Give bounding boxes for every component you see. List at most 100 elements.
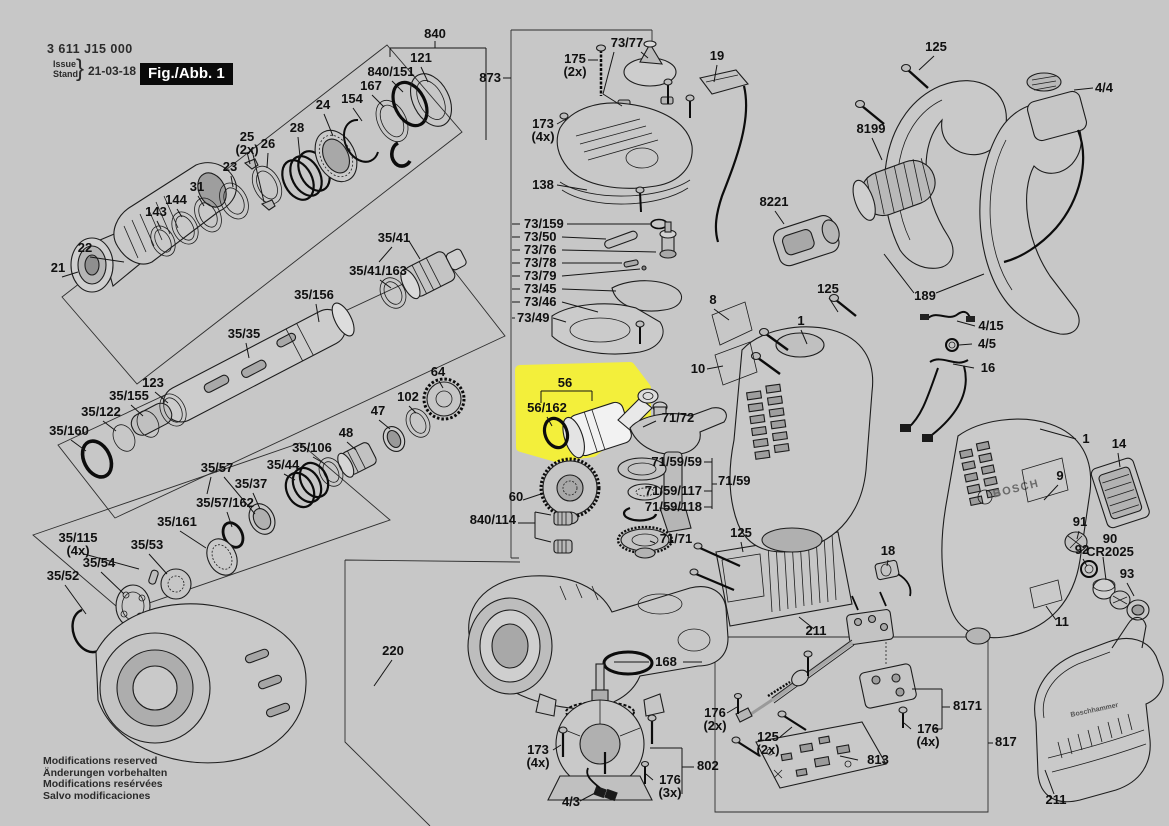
part-label-56: 56 — [558, 375, 572, 390]
part-label-71-72: 71/72 — [662, 410, 695, 425]
part-label-73-50: 73/50 — [524, 229, 557, 244]
part-rollers-840-114 — [553, 511, 573, 554]
part-label-1-right: 1 — [1082, 431, 1089, 446]
part-label-92: 92 — [1075, 542, 1089, 557]
part-label-35-53: 35/53 — [131, 537, 164, 552]
part-label-813: 813 — [867, 752, 889, 767]
part-label-11: 11 — [1055, 614, 1069, 629]
part-sleeve-22 — [113, 162, 237, 265]
part-coil-8199 — [852, 158, 936, 221]
part-label-817: 817 — [995, 734, 1017, 749]
stand-label: Stand — [53, 69, 79, 79]
part-label-35-161: 35/161 — [157, 514, 197, 529]
part-label-31: 31 — [190, 179, 204, 194]
part-label-8: 8 — [709, 292, 716, 307]
part-clip-18 — [874, 559, 912, 597]
part-label-840-114: 840/114 — [470, 512, 517, 527]
part-label-73-78: 73/78 — [524, 255, 557, 270]
part-label-24: 24 — [316, 97, 331, 112]
part-label-125-mid: 125 — [817, 281, 839, 296]
part-label-23: 23 — [223, 159, 237, 174]
part-housing-1-mid — [711, 293, 874, 553]
part-label-1-mid: 1 — [797, 313, 804, 328]
notice-line-fr: Modifications resérvées — [43, 778, 163, 790]
part-label-64: 64 — [431, 364, 446, 379]
part-label-840: 840 — [424, 26, 446, 41]
part-label-121: 121 — [410, 50, 432, 65]
part-label-73-45: 73/45 — [524, 281, 557, 296]
part-label-10: 10 — [691, 361, 705, 376]
part-label-873: 873 — [479, 70, 501, 85]
part-label-144: 144 — [165, 192, 187, 207]
brace-glyph: } — [76, 55, 85, 82]
part-number-labels: 840121840/151167154242825(2x)26233114414… — [47, 26, 1135, 809]
part-label-175-2x: 175(2x) — [563, 51, 586, 79]
part-label-16: 16 — [981, 360, 995, 375]
part-o-ring-56-162[interactable] — [541, 415, 572, 451]
part-label-35-35: 35/35 — [228, 326, 261, 341]
part-bracket-19 — [699, 69, 749, 243]
part-label-176-3x: 176(3x) — [658, 772, 681, 800]
part-label-14: 14 — [1112, 436, 1127, 451]
part-label-840-151: 840/151 — [368, 64, 415, 79]
part-label-71-59: 71/59 — [718, 473, 751, 488]
part-spindle-35-35 — [80, 248, 467, 479]
part-label-123: 123 — [142, 375, 164, 390]
part-label-102: 102 — [397, 389, 419, 404]
part-panel-14 — [1090, 457, 1150, 529]
part-housing-1-right: BOSCH — [941, 418, 1092, 645]
part-label-35-57-162: 35/57/162 — [196, 495, 254, 510]
part-label-18: 18 — [881, 543, 895, 558]
part-switch-4-4 — [1003, 72, 1088, 264]
part-label-176-4x: 176(4x) — [916, 721, 939, 749]
part-label-167: 167 — [360, 78, 382, 93]
part-label-35-54: 35/54 — [83, 555, 116, 570]
part-label-35-37: 35/37 — [235, 476, 268, 491]
part-label-28: 28 — [290, 120, 304, 135]
part-piston-56[interactable] — [559, 388, 659, 460]
part-handle-shells-189 — [854, 63, 1082, 335]
part-label-71-59-59: 71/59/59 — [651, 454, 702, 469]
part-label-73-79: 73/79 — [524, 268, 557, 283]
part-label-73-46: 73/46 — [524, 294, 557, 309]
part-label-71-59-117: 71/59/117 — [645, 483, 702, 498]
part-pcb-813 — [731, 710, 887, 789]
part-wires-4-15-16 — [900, 310, 975, 442]
part-label-48: 48 — [339, 425, 353, 440]
notice-line-es: Salvo modificaciones — [43, 789, 151, 802]
part-battery-group-90 — [1064, 531, 1150, 621]
part-cover-138 — [556, 40, 695, 213]
part-crank-71-72 — [629, 401, 727, 533]
part-label-4-4: 4/4 — [1095, 80, 1114, 95]
part-label-176-2x: 176(2x) — [703, 705, 726, 733]
part-label-173-4x-bot: 173(4x) — [526, 742, 549, 770]
part-label-4-15: 4/15 — [978, 318, 1003, 333]
part-label-168: 168 — [655, 654, 677, 669]
part-label-173-4x-top: 173(4x) — [531, 116, 554, 144]
part-clutch-row — [71, 377, 466, 658]
part-label-802: 802 — [697, 758, 719, 773]
part-label-56-162: 56/162 — [527, 400, 567, 415]
figure-title-badge: Fig./Abb. 1 — [140, 63, 233, 85]
part-label-71-59-118: 71/59/118 — [645, 499, 702, 514]
part-label-22: 22 — [78, 240, 92, 255]
part-label-8199: 8199 — [857, 121, 886, 136]
part-label-35-156: 35/156 — [294, 287, 334, 302]
part-label-21: 21 — [51, 260, 65, 275]
part-bearing-stack-71-59 — [616, 457, 674, 559]
part-label-125-2x: 125(2x) — [756, 729, 779, 757]
part-label-35-122: 35/122 — [81, 404, 121, 419]
part-label-35-57: 35/57 — [201, 460, 234, 475]
issue-stand-label: Issue Stand — [53, 59, 78, 79]
issue-date: 21-03-18 — [88, 64, 137, 78]
part-label-26: 26 — [261, 136, 275, 151]
part-label-8171: 8171 — [953, 698, 982, 713]
part-label-9: 9 — [1056, 468, 1063, 483]
part-label-220: 220 — [382, 643, 404, 658]
part-label-35-41-163: 35/41/163 — [349, 263, 407, 278]
issue-label: Issue — [53, 59, 77, 69]
part-shaft-assembly-8171 — [733, 591, 917, 728]
